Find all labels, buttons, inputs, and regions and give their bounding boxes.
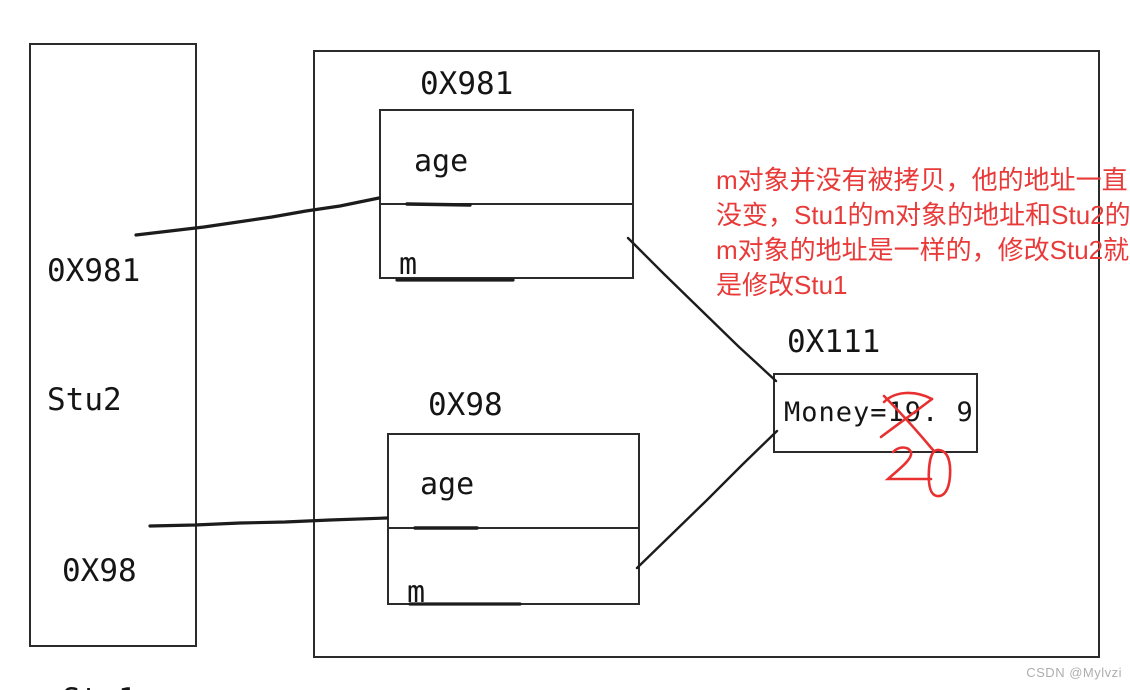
stack-address-stu1: 0X98 — [62, 553, 137, 589]
money-value-text: Money=19. 9 — [784, 397, 974, 428]
annotation-line-4: 是修改Stu1 — [716, 270, 848, 300]
stack-variable-stu2: Stu2 — [47, 382, 122, 418]
stack-variable-stu1: Stu1 — [62, 679, 137, 690]
annotation-line-3: m对象的地址是一样的，修改Stu2就 — [716, 235, 1130, 265]
object-a-field-divider — [381, 203, 632, 205]
object-b-field-divider — [389, 527, 638, 529]
object-b-field-age: age — [420, 467, 475, 502]
stack-entry-stu1: 0X98 Stu1 — [62, 464, 137, 690]
object-box-b: age m — [387, 433, 640, 610]
stack-entry-stu2: 0X981 Stu2 — [47, 164, 140, 508]
red-annotation-text: m对象并没有被拷贝，他的地址一直 没变，Stu1的m对象的地址和Stu2的 m对… — [716, 163, 1130, 303]
money-object-box: Money=19. 9 — [773, 373, 978, 453]
object-b-field-m: m — [407, 575, 426, 610]
stack-address-stu2: 0X981 — [47, 253, 141, 289]
object-b-address-label: 0X98 — [428, 387, 503, 423]
heap-frame-box — [313, 50, 1100, 658]
object-a-field-m: m — [399, 247, 418, 282]
annotation-line-2: 没变，Stu1的m对象的地址和Stu2的 — [716, 200, 1130, 230]
object-a-address-label: 0X981 — [420, 66, 514, 102]
money-object-address-label: 0X111 — [787, 324, 881, 360]
annotation-line-1: m对象并没有被拷贝，他的地址一直 — [716, 165, 1128, 195]
object-a-field-age: age — [414, 144, 469, 179]
object-box-a: age m — [379, 109, 634, 282]
csdn-watermark: CSDN @Mylvzi — [1026, 665, 1122, 680]
stack-frame-box — [29, 43, 197, 647]
